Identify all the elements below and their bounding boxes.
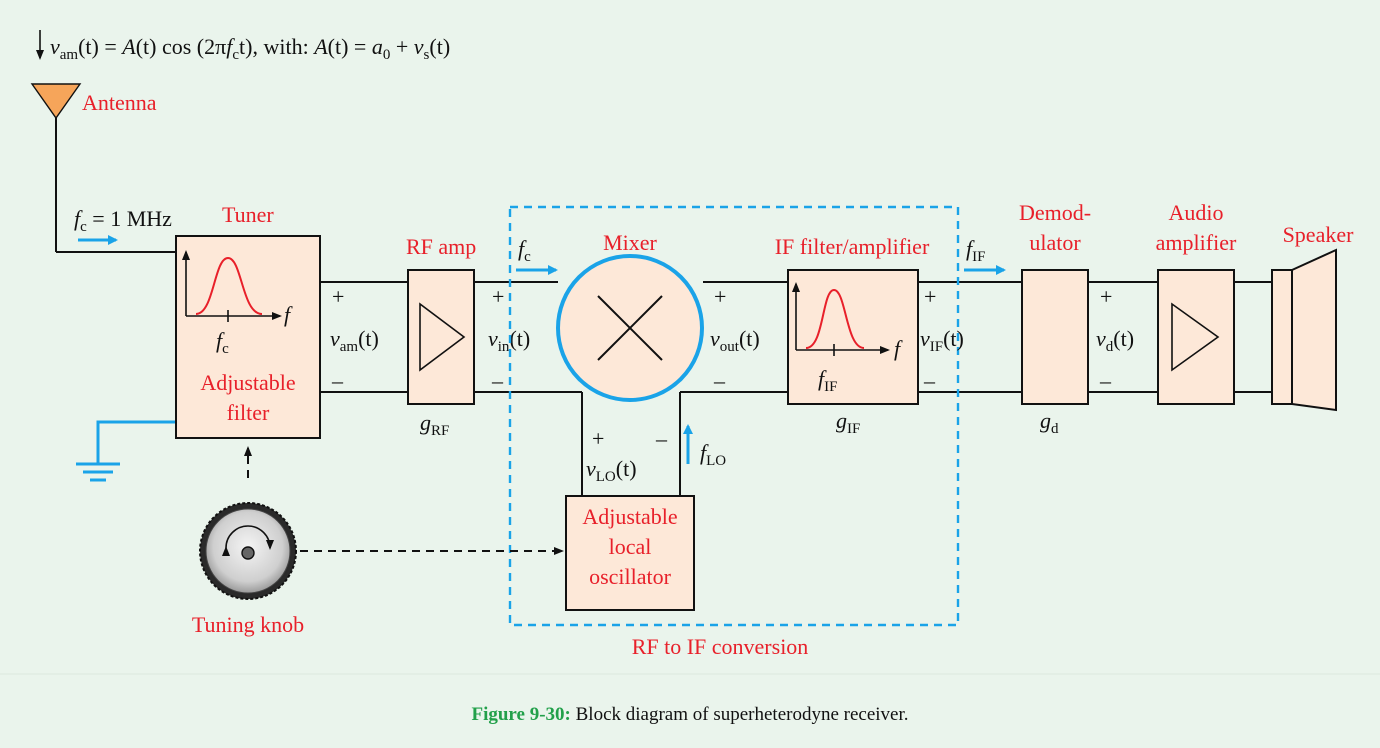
antenna: Antenna — [30, 83, 176, 253]
svg-text:amplifier: amplifier — [1156, 230, 1237, 255]
rf-amp-block: RF amp gRF — [406, 234, 476, 439]
rotate-arrow-icon — [221, 525, 274, 557]
svg-text:Speaker: Speaker — [1283, 222, 1355, 247]
svg-text:local: local — [609, 534, 652, 559]
flo-label: fLO — [683, 424, 726, 469]
svg-text:fIF: fIF — [818, 366, 837, 395]
svg-text:f: f — [894, 336, 903, 361]
svg-text:vLO(t): vLO(t) — [586, 456, 637, 485]
ground-icon — [76, 420, 176, 482]
svg-text:vam(t): vam(t) — [330, 326, 379, 355]
mixer-block: Mixer — [556, 230, 704, 402]
antenna-icon — [30, 83, 82, 120]
amplifier-triangle-icon — [419, 302, 466, 372]
svg-text:fc = 1 MHz: fc = 1 MHz — [74, 206, 172, 235]
mixer-label: Mixer — [603, 230, 657, 255]
svg-text:–: – — [491, 368, 504, 393]
bandpass-curve-icon — [805, 288, 865, 349]
tuning-knob: Tuning knob — [192, 446, 564, 637]
speaker-block: Speaker — [1271, 222, 1355, 412]
svg-text:fc: fc — [518, 236, 531, 265]
svg-text:vin(t): vin(t) — [488, 326, 530, 355]
audio-amplifier-block: Audio amplifier — [1156, 200, 1237, 405]
input-equation: vam(t) = A(t) cos (2πfct), with: A(t) = … — [36, 30, 450, 63]
signal-wires — [320, 281, 1272, 496]
demodulator-block: Demod- ulator gd — [1019, 200, 1091, 437]
svg-text:–: – — [713, 368, 726, 393]
if-filter-block: IF filter/amplifier f fIF gIF — [775, 234, 930, 437]
svg-text:vd(t): vd(t) — [1096, 326, 1134, 355]
vlo-voltage: + – vLO(t) — [586, 426, 668, 485]
svg-text:fIF: fIF — [966, 236, 985, 265]
svg-text:gRF: gRF — [420, 410, 449, 439]
svg-text:–: – — [923, 368, 936, 393]
svg-text:gIF: gIF — [836, 408, 860, 437]
antenna-label: Antenna — [82, 90, 157, 115]
vd-voltage: + vd(t) – — [1096, 284, 1134, 393]
svg-text:vam(t) = A(t) cos (2πfct), wit: vam(t) = A(t) cos (2πfct), with: A(t) = … — [50, 34, 450, 63]
amplifier-triangle-icon — [1171, 302, 1220, 372]
svg-text:fc: fc — [216, 328, 229, 357]
local-oscillator-block: Adjustable local oscillator — [565, 495, 695, 611]
svg-text:+: + — [1100, 284, 1112, 309]
figure-caption: Figure 9-30: Block diagram of superheter… — [471, 704, 908, 725]
tuner-block: Tuner f fc Adjustable filter — [175, 202, 321, 439]
fc-mixer-input: fc — [516, 236, 558, 275]
svg-text:+: + — [592, 426, 604, 451]
svg-text:–: – — [1099, 368, 1112, 393]
rf-amp-label: RF amp — [406, 234, 476, 259]
svg-text:ulator: ulator — [1029, 230, 1081, 255]
vam-voltage: + vam(t) – — [330, 284, 379, 393]
carrier-frequency-label: fc = 1 MHz — [74, 206, 172, 245]
svg-text:+: + — [924, 284, 936, 309]
vin-voltage: + vin(t) – — [488, 284, 530, 393]
svg-text:Demod-: Demod- — [1019, 200, 1091, 225]
svg-text:fLO: fLO — [700, 440, 726, 469]
tuning-knob-label: Tuning knob — [192, 612, 304, 637]
svg-text:Adjustable: Adjustable — [582, 504, 677, 529]
tuner-label: Tuner — [222, 202, 274, 227]
fif-output: fIF — [964, 236, 1006, 275]
svg-text:f: f — [284, 302, 293, 327]
rf-to-if-label: RF to IF conversion — [632, 634, 809, 659]
if-filter-label: IF filter/amplifier — [775, 234, 930, 259]
svg-text:–: – — [331, 368, 344, 393]
vout-voltage: + vout(t) – — [710, 284, 760, 393]
svg-text:+: + — [492, 284, 504, 309]
speaker-icon — [1291, 248, 1337, 412]
svg-text:+: + — [714, 284, 726, 309]
svg-text:Audio: Audio — [1169, 200, 1224, 225]
bandpass-curve-icon — [195, 256, 263, 315]
svg-text:gd: gd — [1040, 408, 1059, 437]
rf-to-if-conversion-box — [508, 205, 960, 627]
svg-text:filter: filter — [227, 400, 270, 425]
svg-text:–: – — [655, 426, 668, 451]
svg-text:vout(t): vout(t) — [710, 326, 760, 355]
svg-text:vIF(t): vIF(t) — [920, 326, 964, 355]
svg-text:+: + — [332, 284, 344, 309]
svg-text:Adjustable: Adjustable — [200, 370, 295, 395]
svg-text:oscillator: oscillator — [589, 564, 672, 589]
vif-voltage: + vIF(t) – — [920, 284, 964, 393]
